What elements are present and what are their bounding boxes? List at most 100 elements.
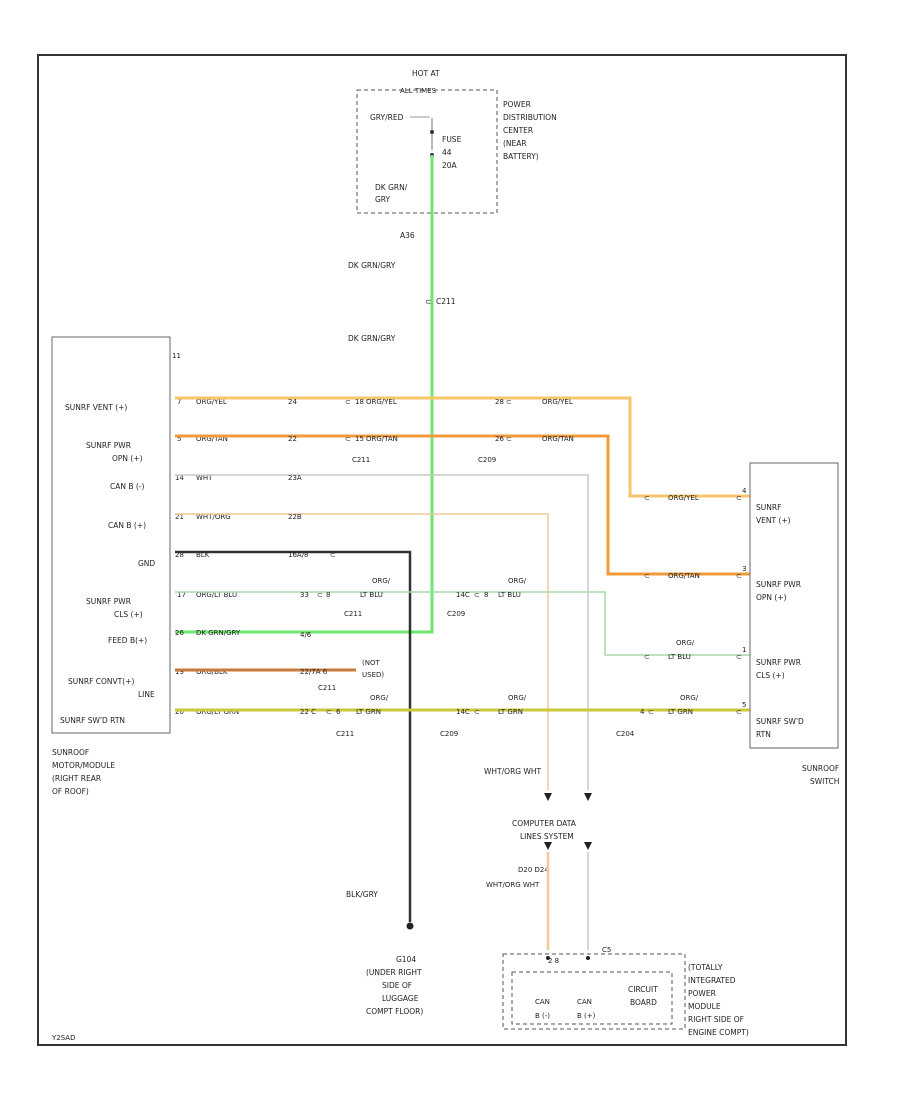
- switch-caption-2: SWITCH: [810, 777, 839, 786]
- ground-splice-symbol: ⊂: [330, 551, 336, 559]
- tipm-label-4: MODULE: [688, 1002, 721, 1011]
- module-pin-close-label-2: CLS (+): [114, 610, 143, 619]
- close-wire-org-label-c: ORG/: [676, 639, 695, 647]
- connector-c211-label-d: C211: [336, 730, 354, 738]
- ground-label-4: LUGGAGE: [382, 994, 419, 1003]
- cds-wire-labels-top: WHT/ORG WHT: [484, 767, 542, 776]
- return-harness-number-3: 4: [640, 708, 645, 716]
- pdc-label-4: (NEAR: [503, 139, 527, 148]
- diagram-code: Y2SAD: [51, 1034, 75, 1042]
- return-switch-connector-symbol: ⊂: [736, 708, 742, 716]
- module-pin-number-19: 19: [175, 668, 184, 676]
- module-caption-1: SUNROOF: [52, 748, 89, 757]
- tipm-pin-8-terminal: [586, 956, 590, 960]
- cds-arrow-out-pos: [544, 842, 552, 850]
- close-wire-label-a: ORG/LT BLU: [196, 591, 237, 599]
- module-pin-number-26: 26: [175, 629, 184, 637]
- splice-connector-id: C211: [436, 297, 456, 306]
- return-wire-ltgrn-label-c: LT GRN: [668, 708, 693, 716]
- open-wire-label-c: ORG/TAN: [542, 435, 574, 443]
- can-pos-wire-label: WHT/ORG: [196, 513, 231, 521]
- fuse-number: 44: [442, 148, 452, 157]
- cds-arrow-can-neg: [584, 793, 592, 801]
- ground-harness-number: 16A/8: [288, 551, 309, 559]
- close-connector-c204-symbol: ⊂: [644, 653, 650, 661]
- sunroof-module-box: [51, 336, 171, 734]
- switch-pin-number-5: 5: [742, 701, 746, 709]
- module-pin-gnd-label: GND: [138, 559, 155, 568]
- feed-wire-label-a: DK GRN/GRY: [196, 629, 241, 637]
- module-pin-can-pos-label: CAN B (+): [108, 521, 146, 530]
- vent-wire-label-c: ORG/YEL: [542, 398, 573, 406]
- return-wire-org-label-c: ORG/: [680, 694, 699, 702]
- vent-wire-label-b: ORG/YEL: [366, 398, 397, 406]
- vent-wire-label-a: ORG/YEL: [196, 398, 227, 406]
- power-distribution-center-box: [356, 89, 498, 214]
- cds-wire-labels-bottom: WHT/ORG WHT: [486, 881, 540, 889]
- close-wire-org-label-a: ORG/: [372, 577, 391, 585]
- module-caption-3: (RIGHT REAR: [52, 774, 101, 783]
- vent-pin-c211: 18: [355, 398, 364, 406]
- tipm-label-2: INTEGRATED: [688, 976, 736, 985]
- module-caption-2: MOTOR/MODULE: [52, 761, 115, 770]
- pdc-label-1: POWER: [503, 100, 531, 109]
- open-connector-c204-symbol: ⊂: [644, 572, 650, 580]
- cds-arrow-out-neg: [584, 842, 592, 850]
- close-connector-c209-symbol: ⊂: [474, 591, 480, 599]
- tipm-can-label-a: CAN: [535, 998, 550, 1006]
- return-wire-org-label-b: ORG/: [508, 694, 527, 702]
- switch-pin-open-label-1: SUNRF PWR: [756, 580, 801, 589]
- can-neg-wire-label: WHT: [196, 474, 213, 482]
- connector-c209-label-d: C209: [440, 730, 458, 738]
- tipm-pin-2-terminal: [546, 956, 550, 960]
- switch-pin-close-label-1: SUNRF PWR: [756, 658, 801, 667]
- pdc-output-wire-1: DK GRN/: [375, 183, 408, 192]
- switch-pin-number-1: 1: [742, 646, 746, 654]
- can-neg-harness-number: 23A: [288, 474, 302, 482]
- tipm-connector-label: C5: [602, 946, 611, 954]
- module-pin-number-21: 21: [175, 513, 184, 521]
- open-pin-c211: 15: [355, 435, 364, 443]
- ground-wire-label: BLK/GRY: [346, 890, 378, 899]
- pdc-label-2: DISTRIBUTION: [503, 113, 557, 122]
- open-harness-number-2: 26: [495, 435, 504, 443]
- cds-arrow-can-pos: [544, 793, 552, 801]
- module-pin-feed-label: FEED B(+): [108, 636, 147, 645]
- tipm-can-label-a2: B (-): [535, 1012, 550, 1020]
- module-pin-number-17: 17: [177, 591, 186, 599]
- module-pin-open-label-1: SUNRF PWR: [86, 441, 131, 450]
- feed-wire-dk-grn-gry: [175, 155, 434, 634]
- cds-pins-label: D20 D24: [518, 866, 549, 874]
- pdc-cavity-label: A36: [400, 231, 415, 240]
- circuit-board-label-2: BOARD: [630, 998, 657, 1007]
- convt-harness-number: 22/7A 6: [300, 668, 328, 676]
- module-caption-4: OF ROOF): [52, 787, 89, 796]
- module-pin-number-20: 20: [175, 708, 184, 716]
- open-connector-c211-symbol: ⊂: [345, 435, 351, 443]
- pdc-input-wire: GRY/RED: [370, 113, 404, 122]
- close-switch-connector-symbol: ⊂: [736, 653, 742, 661]
- vent-wire-label-d: ORG/YEL: [668, 494, 699, 502]
- connector-c211-label-c: C211: [318, 684, 336, 692]
- switch-caption-1: SUNROOF: [802, 764, 839, 773]
- return-harness-number-2: 14C: [456, 708, 470, 716]
- feed-harness-number: 4/6: [300, 631, 312, 639]
- all-times-label: ALL TIMES: [400, 87, 437, 95]
- tipm-label-5: RIGHT SIDE OF: [688, 1015, 744, 1024]
- open-connector-c209-symbol: ⊂: [506, 435, 512, 443]
- return-connector-c209-symbol: ⊂: [474, 708, 480, 716]
- close-wire-org-label-b: ORG/: [508, 577, 527, 585]
- vent-harness-number-2: 28: [495, 398, 504, 406]
- ground-label-1: G104: [396, 955, 416, 964]
- close-connector-c211-symbol: ⊂: [317, 591, 323, 599]
- module-pin-convt-label-2: LINE: [138, 690, 155, 699]
- feed-wire-label-1: DK GRN/GRY: [348, 261, 396, 270]
- return-wire-ltgrn-label-a: LT GRN: [356, 708, 381, 716]
- feed-wire-label-2: DK GRN/GRY: [348, 334, 396, 343]
- open-wire-label-d: ORG/TAN: [668, 572, 700, 580]
- return-wire-ltgrn-label-b: LT GRN: [498, 708, 523, 716]
- vent-wire-org-yel: [175, 396, 750, 498]
- cds-label-2: LINES SYSTEM: [520, 832, 574, 841]
- return-connector-c211-symbol: ⊂: [326, 708, 332, 716]
